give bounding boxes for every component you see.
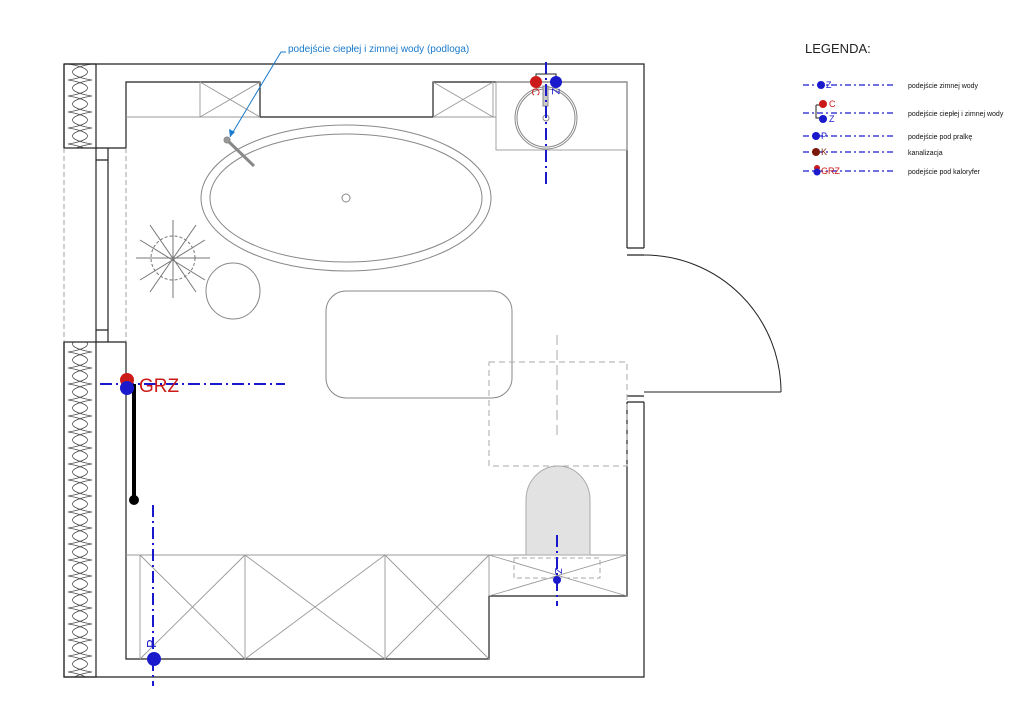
legend-washer: podejście pod pralkę — [908, 134, 972, 141]
door — [643, 254, 782, 393]
hot-water-marker — [530, 76, 542, 88]
legend-title: LEGENDA: — [805, 41, 871, 56]
legend-cold-water: podejście zimnej wody — [908, 83, 979, 90]
svg-text:K: K — [821, 147, 827, 157]
sink-hot-label: C — [529, 88, 541, 96]
legend-drain: kanalizacja — [908, 150, 943, 157]
washer-area — [488, 361, 628, 467]
toilet-marker — [553, 576, 561, 584]
annotation-text: podejście ciepłej i zimnej wody (podloga… — [288, 44, 469, 55]
legend-hot-cold-water: podejście ciepłej i zimnej wody — [908, 111, 1004, 118]
bathtub — [200, 124, 492, 272]
radiator-cold-marker — [120, 381, 134, 395]
insulation-bottom — [63, 341, 97, 678]
svg-text:C: C — [829, 99, 836, 109]
toilet-label: Z — [552, 568, 563, 574]
radiator-label: GRZ — [139, 376, 180, 397]
svg-text:Z: Z — [826, 80, 832, 90]
svg-text:GRZ: GRZ — [821, 166, 841, 176]
insulation-top — [63, 63, 97, 149]
sink-cold-label: Z — [549, 88, 561, 95]
washer-label: P — [144, 639, 159, 648]
legend: LEGENDA: Z C Z P K GRZ podejście zimnej … — [803, 41, 1004, 176]
pipes — [100, 62, 558, 686]
svg-text:Z: Z — [829, 114, 835, 124]
washer-marker — [147, 652, 161, 666]
cabinets — [126, 81, 628, 660]
plant — [136, 220, 210, 298]
legend-radiator: podejście pod kaloryfer — [908, 169, 981, 176]
bath-mat — [325, 290, 513, 399]
stool — [205, 262, 261, 320]
svg-text:P: P — [821, 131, 827, 141]
cold-water-marker — [550, 76, 562, 88]
